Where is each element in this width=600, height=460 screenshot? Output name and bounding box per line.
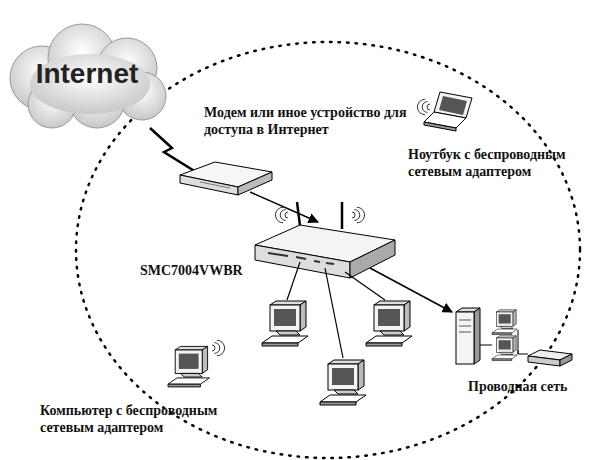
device-label: Компьютер с беспроводным сетевым адаптер… bbox=[40, 402, 245, 436]
device-label: Модем или иное устройство для доступа в … bbox=[204, 104, 409, 138]
device-label: Проводная сеть bbox=[468, 378, 593, 395]
wireless-waves bbox=[212, 340, 225, 356]
device-label: SMC7004VWBR bbox=[140, 262, 260, 279]
cloud-node: Internet bbox=[2, 18, 172, 130]
cloud-label: Internet bbox=[36, 58, 139, 90]
computer bbox=[320, 360, 366, 405]
modem bbox=[180, 162, 272, 195]
laptop bbox=[417, 92, 472, 131]
computer bbox=[262, 301, 308, 346]
router bbox=[255, 202, 395, 278]
wireless-range bbox=[76, 42, 580, 458]
device-label: Ноутбук с беспроводным сетевым адаптером bbox=[408, 146, 594, 180]
link-arrow bbox=[250, 192, 318, 222]
computer bbox=[168, 346, 209, 387]
computer bbox=[366, 301, 412, 346]
wired-network bbox=[456, 308, 572, 366]
lightning-link bbox=[150, 128, 196, 172]
